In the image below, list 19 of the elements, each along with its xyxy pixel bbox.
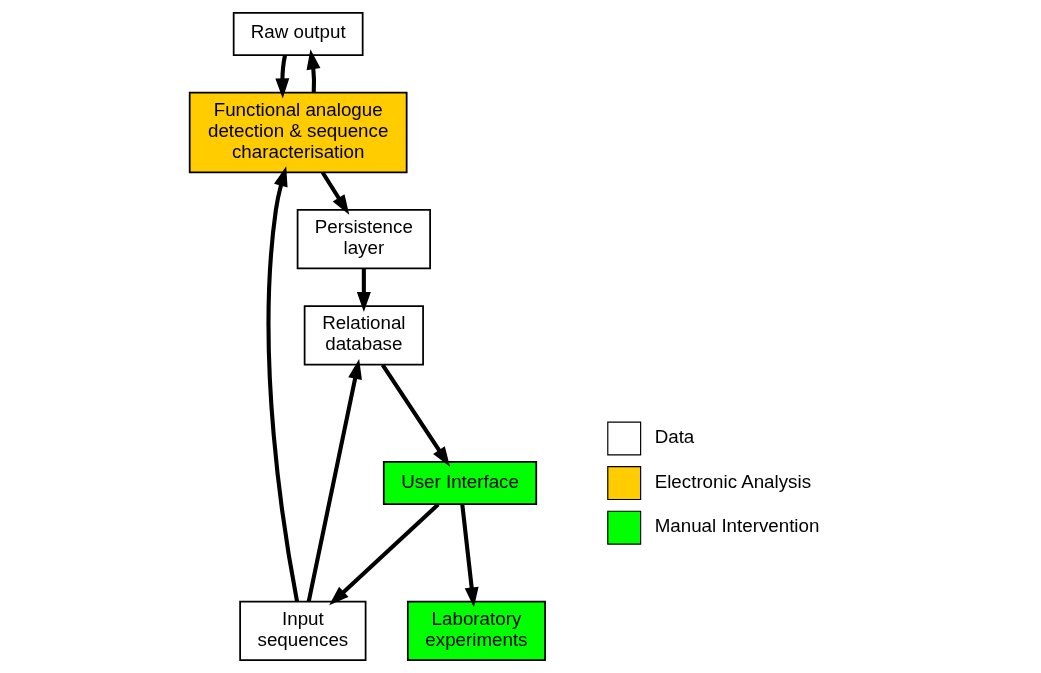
node-box: Relational database bbox=[303, 305, 424, 366]
node-box: Laboratory experiments bbox=[406, 600, 546, 662]
arrow bbox=[320, 171, 349, 215]
node-box: Functional analogue detection & sequence characterisation bbox=[188, 91, 408, 174]
node-box: Persistence layer bbox=[296, 208, 431, 270]
arrow bbox=[266, 166, 299, 602]
arrow bbox=[328, 503, 440, 606]
arrow bbox=[380, 363, 450, 467]
legend-label: Electronic Analysis bbox=[654, 470, 811, 492]
node-box: Input sequences bbox=[238, 600, 366, 662]
arrow bbox=[459, 504, 479, 608]
node-box: User Interface bbox=[382, 461, 537, 506]
arrow bbox=[356, 268, 371, 312]
arrow bbox=[306, 359, 362, 602]
node-box: Raw output bbox=[232, 11, 364, 56]
legend-label: Data bbox=[654, 425, 694, 447]
arrow bbox=[274, 55, 289, 99]
arrow bbox=[306, 49, 320, 93]
legend-label: Manual Intervention bbox=[654, 515, 819, 537]
